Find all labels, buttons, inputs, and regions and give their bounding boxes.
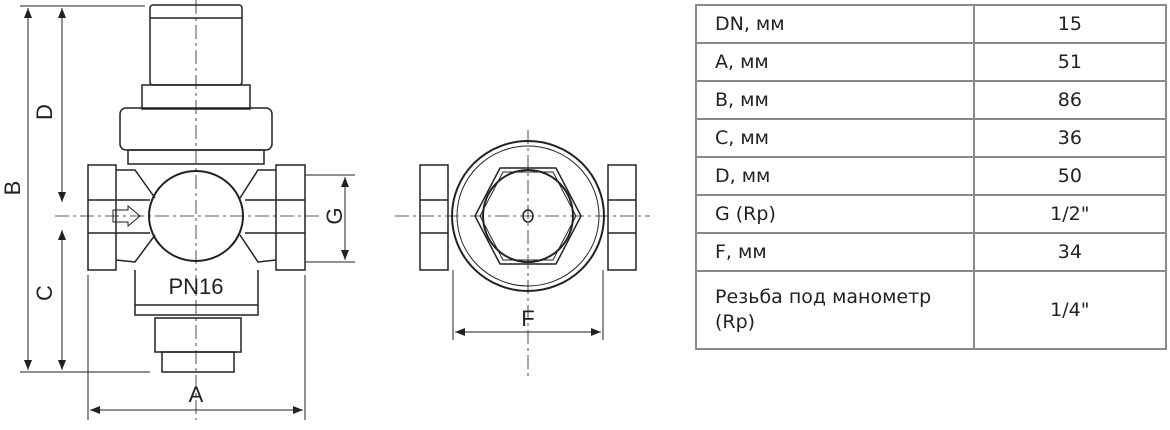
- param-cell: DN, мм: [695, 4, 975, 44]
- param-cell: D, мм: [695, 156, 975, 196]
- value-cell: 50: [972, 156, 1168, 196]
- dimension-lines: [20, 5, 604, 420]
- valve-technical-drawing: PN16 B D C G A F: [0, 0, 650, 420]
- param-cell: F, мм: [695, 232, 975, 272]
- value-cell: 34: [972, 232, 1168, 272]
- param-cell: Резьба под манометр (Rp): [695, 270, 975, 350]
- front-view: PN16: [87, 4, 306, 373]
- value-cell: 1/2": [972, 194, 1168, 234]
- value-cell: 15: [972, 4, 1168, 44]
- table-row: Резьба под манометр (Rp)1/4": [695, 270, 1168, 350]
- center-lines: [55, 0, 650, 420]
- dimension-label-g: G: [322, 207, 347, 224]
- dimension-label-f: F: [521, 306, 534, 331]
- value-cell: 51: [972, 42, 1168, 82]
- table-row: G (Rp)1/2": [695, 194, 1168, 234]
- param-cell: C, мм: [695, 118, 975, 158]
- value-cell: 86: [972, 80, 1168, 120]
- dimension-label-a: A: [189, 382, 204, 407]
- dimension-label-d: D: [32, 104, 57, 120]
- value-cell: 36: [972, 118, 1168, 158]
- dimension-label-b: B: [0, 181, 25, 196]
- side-view: [419, 140, 637, 292]
- value-cell: 1/4": [972, 270, 1168, 350]
- param-cell: G (Rp): [695, 194, 975, 234]
- param-cell: B, мм: [695, 80, 975, 120]
- param-cell: A, мм: [695, 42, 975, 82]
- dimension-label-c: C: [32, 285, 57, 301]
